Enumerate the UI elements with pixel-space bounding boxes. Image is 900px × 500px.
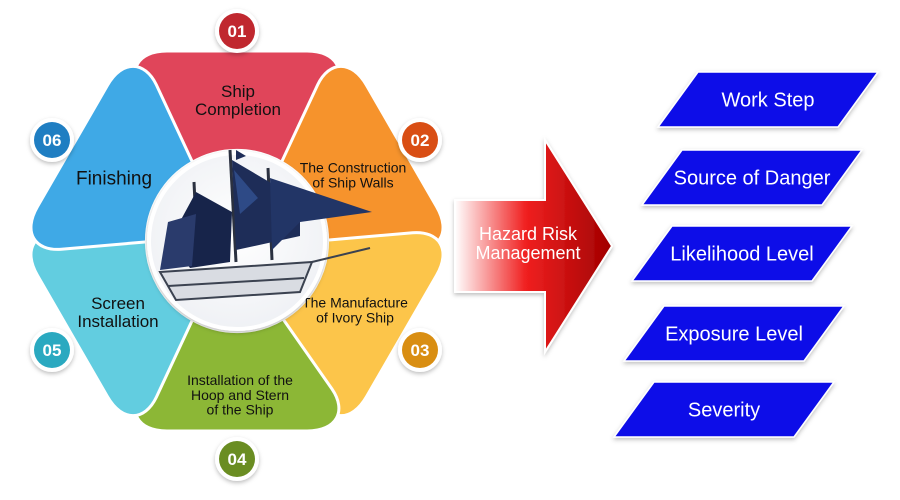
risk-factor-3: Likelihood Level [630, 225, 854, 282]
risk-factor-5: Severity [612, 381, 836, 438]
stage-label-line: Finishing [76, 169, 152, 190]
factor-label: Exposure Level [665, 324, 803, 346]
stage-label-line: The Manufacture [302, 295, 408, 311]
ship-icon [158, 149, 372, 302]
stage-label-line: Hoop and Stern [191, 387, 289, 403]
petal-shape [29, 65, 195, 251]
factor-label: Work Step [722, 90, 815, 112]
stage-label-line: of the Ship [207, 402, 274, 418]
factor-shape [640, 149, 864, 206]
stage-label-line: Installation of the [187, 372, 293, 388]
risk-factor-2: Source of Danger [640, 149, 864, 206]
factor-shape [656, 71, 880, 128]
stage-number: 05 [43, 341, 62, 360]
factor-label: Severity [688, 400, 760, 422]
factor-shape [612, 381, 836, 438]
stage-number: 03 [411, 341, 430, 360]
stage-number-badge: 05 [30, 328, 74, 372]
risk-factor-1: Work Step [656, 71, 880, 128]
center-hub [147, 149, 372, 331]
stage-label-line: Completion [195, 100, 281, 119]
stage-label-line: of Ship Walls [312, 174, 393, 190]
stage-number: 01 [228, 22, 247, 41]
stage-petal-06: Finishing 06 [29, 65, 195, 251]
stage-label: Finishing [76, 169, 152, 190]
stage-number-badge: 03 [398, 328, 442, 372]
stage-number-badge: 06 [30, 118, 74, 162]
stage-label-line: Screen [91, 294, 145, 313]
arrow-label-line: Hazard Risk [479, 224, 578, 244]
arrow-shape [454, 136, 614, 356]
risk-factor-4: Exposure Level [622, 305, 846, 362]
stage-number-badge: 04 [215, 437, 259, 481]
stage-number: 02 [411, 131, 430, 150]
factor-label: Source of Danger [674, 168, 831, 190]
arrow-label-line: Management [475, 243, 580, 263]
stage-number: 06 [43, 131, 62, 150]
stage-number-badge: 02 [398, 118, 442, 162]
stage-label-line: Installation [77, 312, 158, 331]
factor-shape [630, 225, 854, 282]
stage-label-line: of Ivory Ship [316, 309, 394, 325]
stage-label-line: The Construction [300, 160, 407, 176]
stage-label-line: Ship [221, 82, 255, 101]
stage-number: 04 [228, 450, 247, 469]
stage-number-badge: 01 [215, 9, 259, 53]
factor-label: Likelihood Level [670, 244, 813, 266]
factor-shape [622, 305, 846, 362]
